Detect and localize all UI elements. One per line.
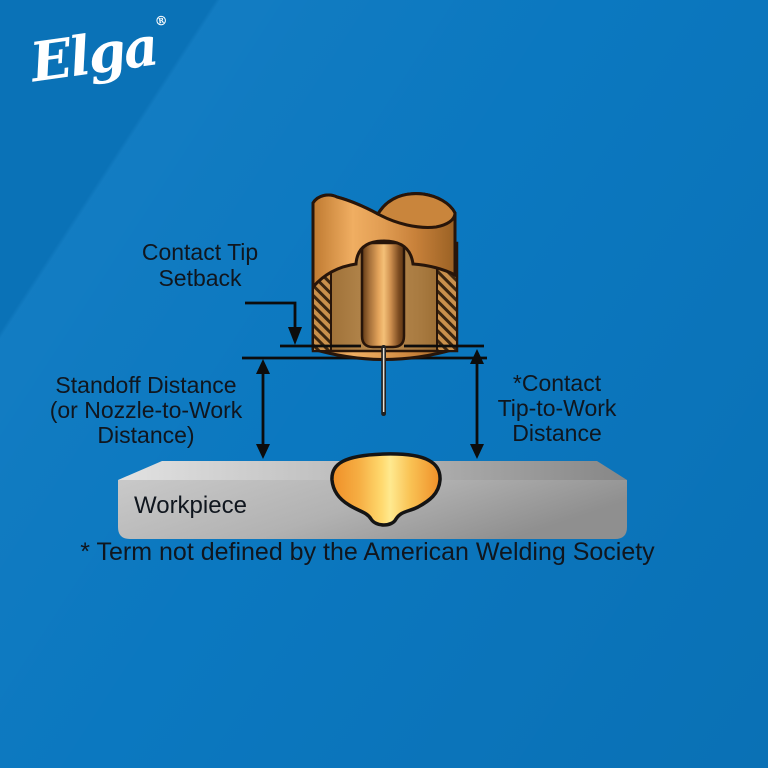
label-workpiece: Workpiece: [134, 492, 247, 519]
setback-leader-arrow: [245, 301, 302, 345]
contact-tip: [360, 241, 406, 349]
standoff-dimension-arrow: [256, 359, 270, 459]
welding-torch: [311, 192, 459, 416]
weld-pool: [330, 452, 442, 527]
label-line: Standoff Distance: [55, 372, 237, 398]
footnote-text: * Term not defined by the American Weldi…: [80, 538, 655, 566]
label-line: *Contact: [512, 370, 602, 396]
label-line: (or Nozzle-to-Work: [49, 397, 243, 423]
label-line: Distance: [512, 420, 602, 446]
label-contact-tip-to-work: *Contact Tip-to-Work Distance: [437, 371, 677, 446]
nozzle-opening: [375, 192, 457, 229]
electrode-wire-highlight: [382, 348, 385, 412]
label-line: Tip-to-Work: [497, 395, 617, 421]
label-contact-tip-setback: Contact Tip Setback: [118, 239, 282, 291]
label-line: Setback: [158, 265, 242, 291]
label-line: Contact Tip: [141, 239, 259, 265]
workpiece-slab: [118, 452, 627, 539]
tip-to-work-dimension-arrow: [470, 349, 484, 459]
label-line: Distance): [97, 422, 195, 448]
label-standoff-distance: Standoff Distance (or Nozzle-to-Work Dis…: [26, 373, 266, 448]
